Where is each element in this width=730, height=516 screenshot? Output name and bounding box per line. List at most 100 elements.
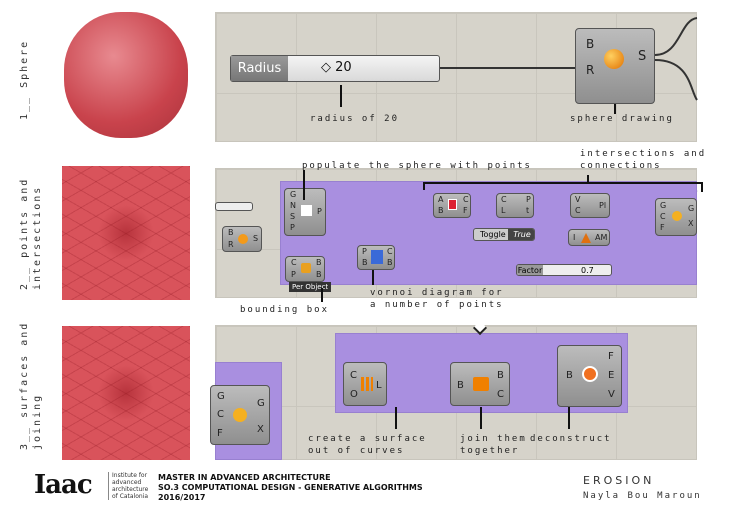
join-component[interactable]: B B C — [450, 362, 510, 406]
output: E — [608, 370, 615, 381]
input: V — [575, 195, 581, 204]
input-r: R — [586, 63, 595, 77]
annotation-loft: create a surface out of curves — [308, 434, 427, 456]
output: C — [387, 247, 393, 256]
input: C — [217, 409, 224, 420]
factor-value: 0.7 — [581, 266, 594, 275]
deconstruct-icon — [582, 366, 598, 382]
output: F — [463, 206, 468, 215]
sphere-icon — [604, 49, 624, 69]
annotation-intersections: intersections and connections — [580, 149, 707, 171]
input: G — [217, 391, 225, 402]
output: X — [688, 219, 694, 228]
output: S — [253, 234, 259, 243]
toggle-label: Toggle — [480, 230, 506, 239]
annotation-deconstruct: deconstruct — [530, 434, 612, 444]
input: B — [566, 370, 573, 381]
institute-line: architecture — [112, 486, 149, 493]
project-title: EROSION — [583, 474, 655, 487]
output: C — [463, 195, 469, 204]
polyline-component[interactable]: V C Pl — [570, 193, 610, 218]
input: C — [660, 212, 666, 221]
sphere-component[interactable]: B R S — [575, 28, 655, 104]
curve-closest-component[interactable]: C L P t — [496, 193, 534, 218]
output: L — [376, 380, 382, 391]
deconstruct-component[interactable]: B F E V — [557, 345, 622, 407]
input: N — [290, 201, 296, 210]
input-b: B — [586, 37, 595, 51]
input: B — [362, 258, 368, 267]
output: F — [608, 351, 614, 362]
input: A — [438, 195, 444, 204]
bounding-box-component[interactable]: C P B B — [285, 256, 325, 282]
institute-name: Institute for advanced architecture of C… — [112, 472, 148, 500]
toggle-value: True — [508, 229, 534, 240]
factor-slider[interactable]: Factor 0.7 — [516, 264, 612, 276]
input: C — [291, 258, 297, 267]
institute-line: of Catalonia — [112, 493, 149, 500]
annotation-join: join them together — [460, 434, 527, 456]
output: B — [316, 270, 322, 279]
number-slider[interactable] — [215, 202, 253, 211]
input: O — [350, 389, 358, 400]
iaac-logo: Iaac — [34, 470, 93, 500]
output: P — [317, 207, 322, 216]
output: X — [257, 424, 264, 435]
course-title: SO.3 COMPUTATIONAL DESIGN - GENERATIVE A… — [158, 483, 423, 492]
input: S — [290, 212, 296, 221]
surfaces-render — [62, 326, 190, 460]
output: B — [316, 258, 322, 267]
area-component[interactable]: I AM — [568, 229, 610, 246]
slider-label: Radius — [231, 56, 288, 81]
sphere-render — [64, 12, 188, 138]
per-object-tag: Per Object — [289, 282, 332, 292]
input: P — [362, 247, 367, 256]
output: B — [387, 258, 393, 267]
year: 2016/2017 — [158, 493, 206, 502]
scale-component-2[interactable]: G C F G X — [210, 385, 270, 445]
author-name: Nayla Bou Maroun — [583, 491, 702, 501]
loft-icon — [361, 377, 373, 391]
voronoi-icon — [371, 250, 383, 264]
output: t — [526, 206, 530, 215]
annotation-bbox: bounding box — [240, 305, 330, 315]
join-icon — [473, 377, 489, 391]
voronoi-component[interactable]: P B C B — [357, 245, 395, 270]
annotation-radius: radius of 20 — [310, 114, 400, 124]
loft-component[interactable]: C O L — [343, 362, 387, 406]
slider-value: ◇ 20 — [321, 60, 352, 75]
output: G — [688, 204, 695, 213]
factor-label: Factor — [517, 265, 543, 275]
populate-icon — [301, 205, 312, 216]
input: C — [350, 370, 357, 381]
input: P — [291, 270, 296, 279]
toggle-button[interactable]: Toggle True — [473, 228, 535, 241]
populate-component[interactable]: G N S P P — [284, 188, 326, 236]
sphere-icon — [238, 234, 248, 244]
output: B — [497, 370, 504, 381]
output-s: S — [638, 49, 647, 64]
annotation-sphere: sphere drawing — [570, 114, 674, 124]
output: G — [257, 398, 265, 409]
input: P — [290, 223, 295, 232]
input: B — [438, 206, 444, 215]
input: R — [228, 240, 234, 249]
institute-line: advanced — [112, 479, 142, 486]
radius-slider[interactable]: Radius ◇ 20 — [230, 55, 440, 82]
input: L — [501, 206, 506, 215]
scale-icon — [672, 211, 682, 221]
output: Pl — [599, 201, 607, 210]
intersect-icon — [448, 199, 457, 210]
intersect-component[interactable]: A B C F — [433, 193, 471, 218]
scale-component[interactable]: G C F G X — [655, 198, 697, 236]
sphere-component[interactable]: B R S — [222, 226, 262, 252]
annotation-voronoi: vornoi diagram for a number of points — [370, 288, 504, 310]
input: G — [290, 190, 297, 199]
program-title: MASTER IN ADVANCED ARCHITECTURE — [158, 473, 331, 482]
scale-icon — [233, 408, 247, 422]
input: B — [457, 380, 464, 391]
input: B — [228, 228, 234, 237]
input: C — [501, 195, 507, 204]
points-render — [62, 166, 190, 300]
output: V — [608, 389, 615, 400]
